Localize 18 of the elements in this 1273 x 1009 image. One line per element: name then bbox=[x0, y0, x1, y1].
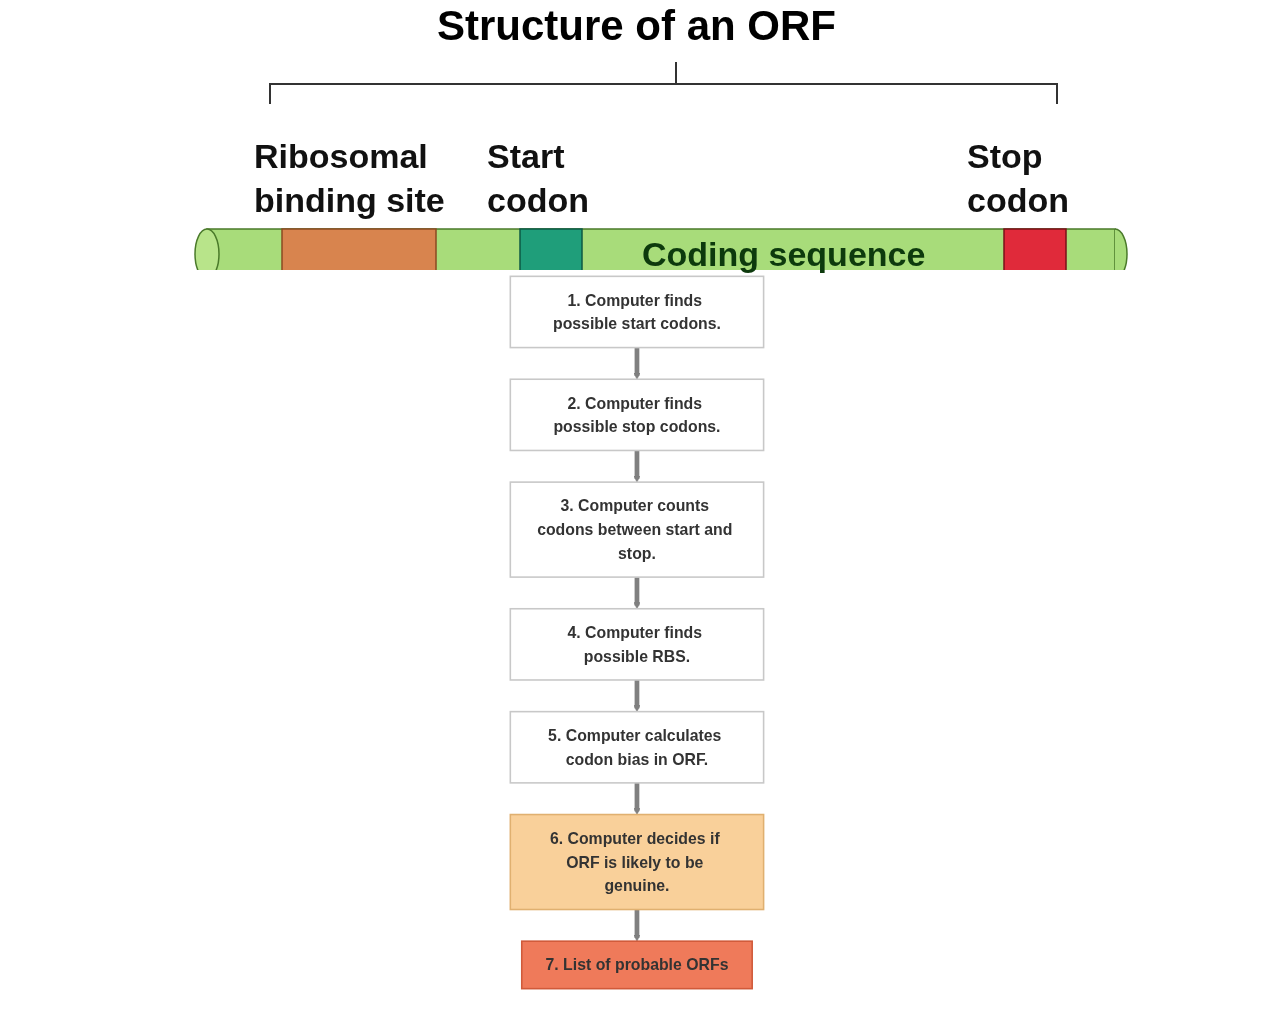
node-box: 2. Computer finds possible stop codons. bbox=[509, 378, 764, 452]
arrow bbox=[633, 680, 640, 712]
part-label: Stop codon bbox=[967, 136, 1070, 221]
node-box: 3. Computer counts codons between start and stop. bbox=[509, 481, 764, 578]
node-box: 4. Computer finds possible RBS. bbox=[509, 607, 764, 681]
segment-label: Coding sequence bbox=[642, 234, 927, 275]
arrow bbox=[633, 577, 640, 610]
node-box: 5. Computer calculates codon bias in ORF. bbox=[509, 710, 764, 784]
arrow bbox=[633, 782, 640, 815]
title: Structure of an ORF bbox=[436, 2, 837, 50]
node-box: 6. Computer decides if ORF is likely to be genuine. bbox=[509, 813, 764, 911]
arrow bbox=[633, 909, 640, 942]
part-label: Ribosomal binding site bbox=[254, 136, 446, 221]
part-label: Start codon bbox=[487, 136, 590, 221]
node-box: 1. Computer finds possible start codons. bbox=[509, 275, 764, 349]
node-box: 7. List of probable ORFs bbox=[520, 940, 753, 990]
arrow bbox=[633, 450, 640, 483]
arrow bbox=[633, 347, 640, 380]
